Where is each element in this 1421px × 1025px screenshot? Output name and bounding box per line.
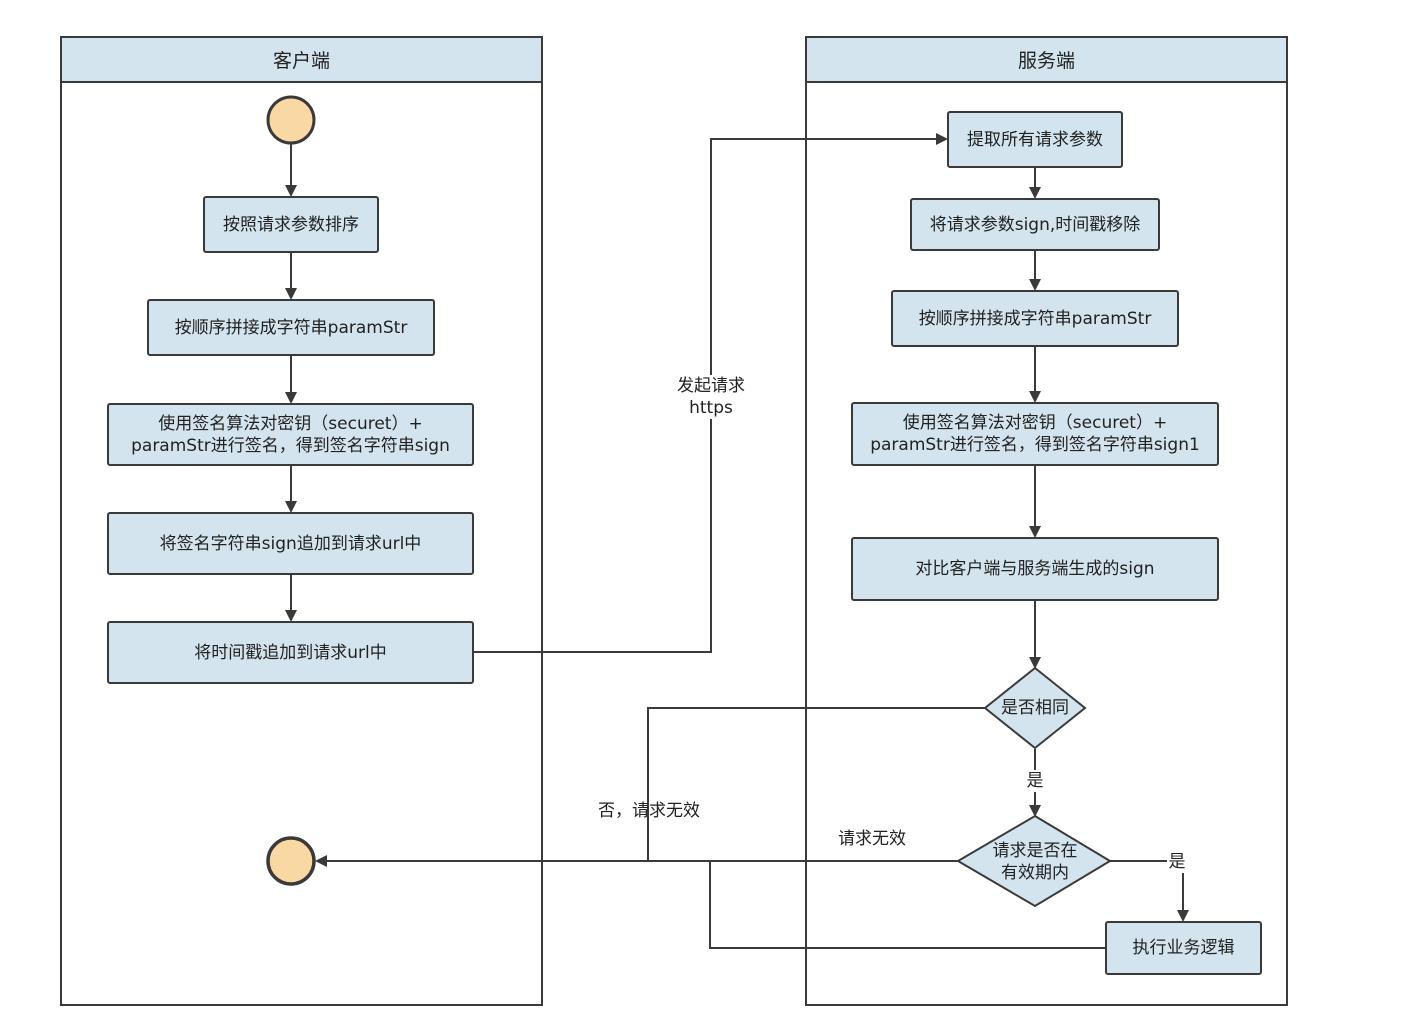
server-step-concat: 按顺序拼接成字符串paramStr xyxy=(891,290,1179,347)
server-step-sign1: 使用签名算法对密钥（securet）+ paramStr进行签名，得到签名字符串… xyxy=(851,402,1219,466)
edge-label-yes-same: 是 xyxy=(1025,770,1045,792)
server-step-remove: 将请求参数sign,时间戳移除 xyxy=(910,198,1160,251)
client-step-append-sign: 将签名字符串sign追加到请求url中 xyxy=(107,512,474,575)
server-lane-title: 服务端 xyxy=(807,38,1286,83)
arrow-execute-to-end xyxy=(709,861,1105,949)
client-step-sort: 按照请求参数排序 xyxy=(203,196,379,253)
start-node xyxy=(266,95,316,145)
server-step-compare: 对比客户端与服务端生成的sign xyxy=(851,537,1219,601)
decision-same-label: 是否相同 xyxy=(1001,698,1069,718)
end-node xyxy=(266,836,316,886)
decision-valid-diamond xyxy=(956,814,1112,908)
edge-label-request: 发起请求 https xyxy=(660,375,762,419)
server-step-extract: 提取所有请求参数 xyxy=(947,111,1123,168)
client-lane-title: 客户端 xyxy=(62,38,541,83)
arrow-not-same xyxy=(647,707,985,861)
client-step-sign: 使用签名算法对密钥（securet）+ paramStr进行签名，得到签名字符串… xyxy=(107,403,474,466)
decision-valid-label: 请求是否在 有效期内 xyxy=(992,841,1078,883)
edge-label-invalid: 请求无效 xyxy=(838,829,906,849)
server-step-execute: 执行业务逻辑 xyxy=(1105,921,1262,975)
edge-label-yes-valid: 是 xyxy=(1167,851,1187,873)
decision-same-diamond xyxy=(983,666,1087,750)
edge-label-not-same: 否，请求无效 xyxy=(598,801,700,821)
client-step-append-timestamp: 将时间戳追加到请求url中 xyxy=(107,621,474,684)
client-step-concat: 按顺序拼接成字符串paramStr xyxy=(147,299,435,356)
